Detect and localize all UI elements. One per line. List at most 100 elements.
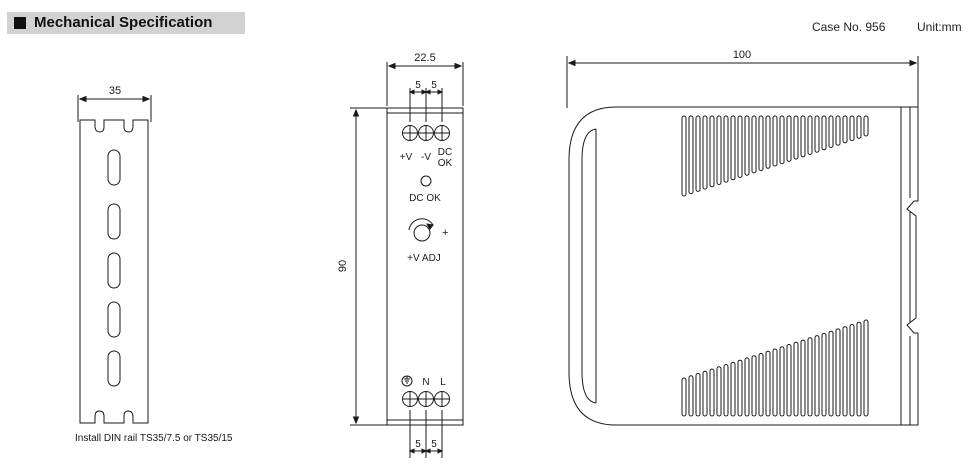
vent-slot <box>863 319 869 417</box>
vent-slot <box>723 115 729 183</box>
vent-slot <box>772 348 778 417</box>
vent-slot <box>695 373 701 417</box>
square-bullet-icon <box>14 17 26 29</box>
top-terminal-block: +V -V DC OK <box>400 125 453 169</box>
terminal-dc-label: DC <box>438 147 452 158</box>
vent-slot <box>800 115 806 158</box>
top-pitch-left-label: 5 <box>415 80 421 91</box>
vent-slot <box>758 115 764 172</box>
bottom-terminal-pitch: 5 5 <box>408 410 444 458</box>
vent-slot <box>681 115 687 197</box>
terminal-screw-icon <box>418 391 434 407</box>
front-height-dimension: 90 <box>337 107 387 426</box>
vent-slot <box>779 346 785 417</box>
vent-slot <box>842 115 848 144</box>
adjust-plus-label: + <box>442 227 448 239</box>
vent-slot <box>744 115 750 176</box>
vent-slot <box>751 115 757 174</box>
vent-slot <box>688 115 694 195</box>
voltage-adjust-label: +V ADJ <box>407 253 441 264</box>
dc-ok-label: DC OK <box>409 193 441 204</box>
front-width-dimension: 22.5 <box>386 52 464 106</box>
vent-slot <box>856 321 862 417</box>
top-terminal-pitch: 5 5 <box>408 80 444 122</box>
vent-slot <box>779 115 785 165</box>
vent-slot <box>709 368 715 417</box>
terminal-l-label: L <box>440 377 446 388</box>
terminal-screw-icon <box>402 125 418 141</box>
vent-slot <box>709 115 715 188</box>
vent-slot <box>828 330 834 417</box>
vent-slot <box>821 115 827 151</box>
bottom-pitch-right-label: 5 <box>431 439 437 450</box>
side-view: 100 <box>566 49 919 426</box>
front-view: 22.5 90 5 5 <box>337 52 464 458</box>
din-rail-view: 35 Install DIN rail TS35/7.5 or TS35/15 <box>75 85 233 444</box>
front-width-label: 22.5 <box>414 52 435 64</box>
terminal-screw-icon <box>402 391 418 407</box>
vent-slot <box>856 115 862 139</box>
vent-slot <box>702 115 708 190</box>
front-body-outline <box>386 107 464 426</box>
din-clip-outline <box>901 106 919 426</box>
vent-slot <box>828 115 834 148</box>
vent-slot <box>814 335 820 417</box>
vent-slot <box>765 350 771 417</box>
vent-slot <box>814 115 820 153</box>
vent-slots-top <box>681 115 869 197</box>
vent-slots-bottom <box>681 319 869 417</box>
terminal-ok-label: OK <box>438 158 453 169</box>
vent-slot <box>737 359 743 417</box>
vent-slot <box>835 115 841 146</box>
vent-slot <box>758 353 764 417</box>
vent-slot <box>681 377 687 417</box>
din-rail-width-label: 35 <box>109 85 121 97</box>
bottom-terminal-block: N L <box>401 375 450 407</box>
vent-slot <box>849 115 855 142</box>
section-header: Mechanical Specification <box>7 12 245 34</box>
terminal-plus-v-label: +V <box>400 152 413 163</box>
side-body-outline <box>568 106 902 426</box>
vent-slot <box>695 115 701 192</box>
vent-slot <box>737 115 743 178</box>
vent-slot <box>835 328 841 417</box>
vent-slot <box>793 115 799 160</box>
terminal-screw-icon <box>418 125 434 141</box>
vent-slot <box>744 357 750 417</box>
din-rail-slots <box>107 149 121 387</box>
vent-slot <box>772 115 778 167</box>
terminal-minus-v-label: -V <box>421 152 431 163</box>
vent-slot <box>786 344 792 417</box>
side-depth-dimension: 100 <box>566 49 919 108</box>
vent-slot <box>716 366 722 417</box>
vent-slot <box>765 115 771 169</box>
vent-slot <box>688 375 694 417</box>
din-rail-outline <box>79 119 149 424</box>
vent-slot <box>807 337 813 417</box>
ground-symbol-icon <box>401 375 413 387</box>
din-rail-width-dimension: 35 <box>77 85 152 122</box>
bottom-pitch-left-label: 5 <box>415 439 421 450</box>
terminal-screw-icon <box>434 125 450 141</box>
vent-slot <box>730 115 736 181</box>
case-number: Case No. 956 <box>812 20 886 34</box>
vent-slot <box>842 326 848 417</box>
vent-slot <box>863 115 869 137</box>
vent-slot <box>702 370 708 417</box>
vent-slot <box>821 332 827 417</box>
terminal-n-label: N <box>422 377 429 388</box>
vent-slot <box>793 341 799 417</box>
vent-slot <box>807 115 813 155</box>
top-pitch-right-label: 5 <box>431 80 437 91</box>
voltage-adjust-icon <box>408 218 434 242</box>
section-title: Mechanical Specification <box>34 14 213 31</box>
vent-slot <box>849 324 855 417</box>
terminal-screw-icon <box>434 391 450 407</box>
vent-slot <box>800 339 806 417</box>
vent-slot <box>723 364 729 417</box>
vent-slot <box>786 115 792 162</box>
dc-ok-led-icon <box>420 175 432 187</box>
vent-slot <box>716 115 722 185</box>
vent-slot <box>730 361 736 417</box>
